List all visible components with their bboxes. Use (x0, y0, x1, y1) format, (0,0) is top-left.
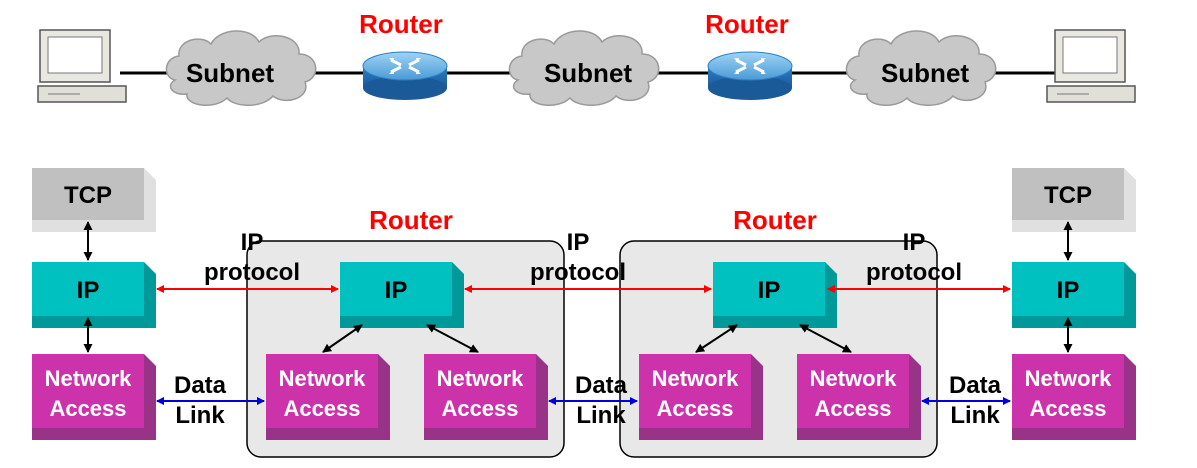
data-link-label: Data (575, 372, 628, 399)
data-link-label: Data (174, 372, 227, 399)
network-access-box: Network Access (639, 354, 763, 440)
network-access-box: Network Access (266, 354, 390, 440)
network-access-box: Network Access (32, 354, 156, 440)
ip-protocol-label: IP (567, 229, 590, 256)
topology-row: Subnet Subnet Subnet Router Router (37, 9, 1136, 106)
subnet-cloud: Subnet (508, 30, 660, 106)
network-access-label: Network (810, 366, 898, 391)
router-label: Router (705, 9, 789, 39)
network-access-label: Access (283, 396, 360, 421)
data-link-label: Data (949, 372, 1002, 399)
computer-icon (37, 29, 127, 103)
tcp-label: TCP (64, 182, 112, 209)
layer-arrow (695, 324, 738, 353)
ip-label: IP (1057, 277, 1080, 304)
network-access-label: Access (656, 396, 733, 421)
network-access-label: Network (437, 366, 525, 391)
network-access-label: Network (652, 366, 740, 391)
network-access-label: Network (1025, 366, 1113, 391)
data-link-label: Link (175, 402, 225, 429)
router-label: Router (359, 9, 443, 39)
subnet-label: Subnet (186, 58, 274, 88)
network-access-label: Access (814, 396, 891, 421)
ip-label: IP (385, 277, 408, 304)
network-access-label: Network (45, 366, 133, 391)
ip-box: IP (32, 262, 156, 328)
data-link-label: Link (950, 402, 1000, 429)
ip-protocol-label: protocol (866, 259, 962, 286)
layer-arrow (799, 324, 852, 353)
ip-box: IP (340, 262, 464, 328)
data-link-label: Link (576, 402, 626, 429)
layer-arrow (322, 324, 363, 353)
ip-label: IP (758, 277, 781, 304)
tcp-box: TCP (32, 168, 156, 232)
network-access-box: Network Access (424, 354, 548, 440)
router-icon (707, 51, 793, 100)
network-access-box: Network Access (1012, 354, 1136, 440)
subnet-cloud: Subnet (165, 30, 317, 106)
router-label: Router (733, 205, 817, 235)
tcp-label: TCP (1044, 182, 1092, 209)
subnet-label: Subnet (881, 58, 969, 88)
ip-box: IP (713, 262, 837, 328)
network-access-box: Network Access (797, 354, 921, 440)
router-label: Router (369, 205, 453, 235)
network-access-label: Access (1029, 396, 1106, 421)
network-access-label: Access (441, 396, 518, 421)
ip-protocol-label: IP (241, 229, 264, 256)
network-access-label: Network (279, 366, 367, 391)
ip-protocol-label: protocol (204, 259, 300, 286)
subnet-cloud: Subnet (845, 30, 997, 106)
layer-arrow (426, 324, 479, 353)
subnet-label: Subnet (544, 58, 632, 88)
router-icon (362, 51, 448, 100)
computer-icon (1046, 29, 1136, 103)
ip-protocol-label: protocol (530, 259, 626, 286)
ip-box: IP (1012, 262, 1136, 328)
network-access-label: Access (49, 396, 126, 421)
ip-protocol-label: IP (903, 229, 926, 256)
ip-label: IP (77, 277, 100, 304)
tcp-box: TCP (1012, 168, 1136, 232)
